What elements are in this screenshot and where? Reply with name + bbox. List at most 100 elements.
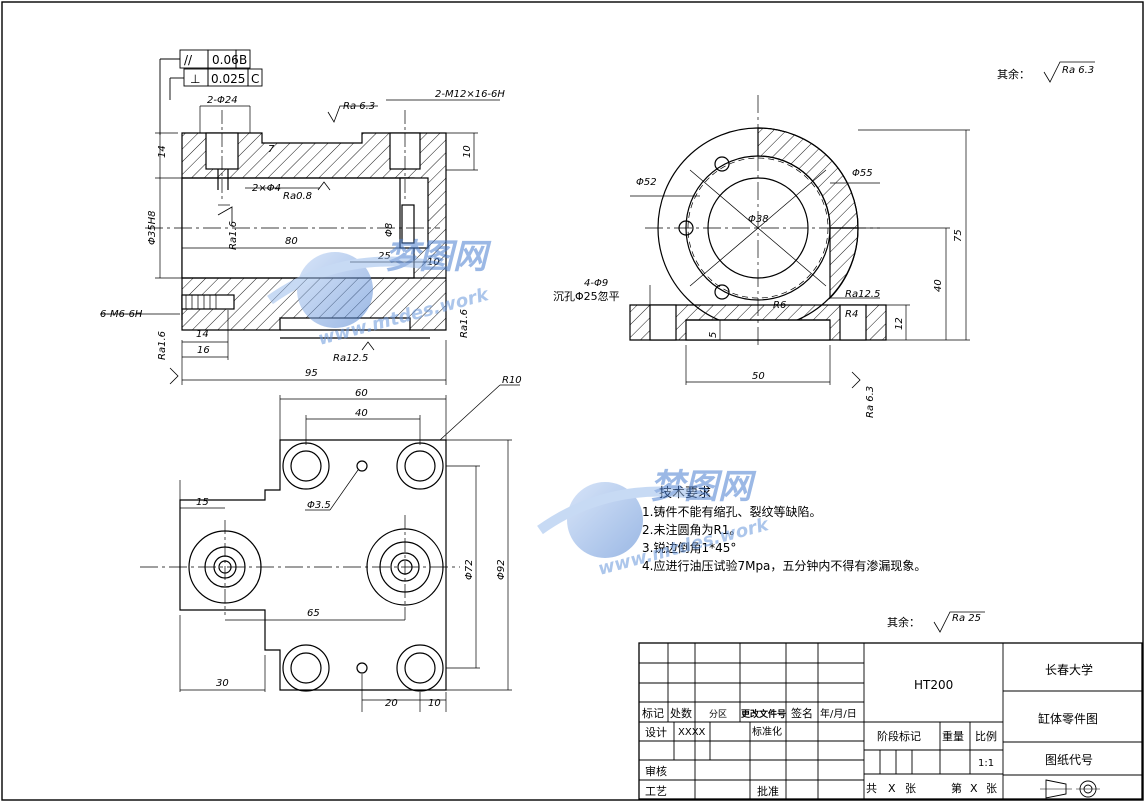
tb-zhongliang: 重量 (942, 729, 964, 743)
tb-shenhe: 审核 (645, 764, 667, 778)
tol-parallel-symbol: // (184, 53, 193, 67)
tol-parallel-value: 0.06 (212, 53, 239, 67)
label-dim80: 80 (285, 236, 298, 247)
label-dim12: 12 (894, 317, 905, 330)
roughness-rest-mid-value: Ra 25 (952, 613, 981, 624)
label-phi52: Φ52 (636, 177, 657, 188)
side-view (629, 95, 887, 345)
tb-chushu: 处数 (670, 707, 692, 720)
label-2phi24: 2-Φ24 (207, 95, 238, 106)
tol-perp-value: 0.025 (211, 72, 245, 86)
tol-parallel-datum: B (239, 53, 247, 67)
roughness-rest-top-label: 其余： (997, 67, 1030, 81)
label-r6: R6 (773, 300, 786, 311)
tech-item-4: 4.应进行油压试验7Mpa，五分钟内不得有渗漏现象。 (642, 558, 926, 573)
tb-di: 第 (951, 781, 962, 795)
label-ra63-top: Ra 6.3 (343, 101, 375, 112)
tb-biaoji: 标记 (642, 706, 664, 720)
label-phi38: Φ38 (748, 214, 769, 225)
label-ra08: Ra0.8 (283, 191, 312, 202)
label-m12: 2-M12×16-6H (435, 89, 505, 100)
label-phi72: Φ72 (464, 559, 475, 580)
tb-gong: 共 (866, 782, 877, 795)
top-outline (179, 439, 447, 691)
label-dim10: 10 (462, 145, 473, 158)
tech-item-2: 2.未注圆角为R1。 (642, 522, 741, 537)
roughness-rest-top-value: Ra 6.3 (1062, 65, 1094, 76)
label-dim5: 5 (708, 332, 719, 338)
label-dim16: 16 (197, 345, 210, 356)
label-dim14: 14 (157, 145, 168, 158)
title-block (638, 642, 1143, 800)
roughness-rest-top-symbol (1043, 61, 1095, 83)
top-view (140, 439, 460, 692)
tb-drawing-code: 图纸代号 (1045, 753, 1093, 767)
tb-jieduan: 阶段标记 (877, 729, 921, 743)
label-ra16-a: Ra1.6 (228, 221, 239, 250)
label-ra125-a: Ra12.5 (333, 353, 368, 364)
roughness-rest-mid-symbol (933, 611, 985, 633)
label-ra16-c: Ra1.6 (157, 331, 168, 360)
label-2phi4: 2×Φ4 (252, 183, 281, 194)
tb-x2: X (970, 782, 978, 795)
top-dimensions (179, 384, 520, 712)
label-dim25: 25 (378, 251, 391, 262)
tb-material: HT200 (914, 678, 953, 692)
label-dim60: 60 (355, 388, 368, 399)
label-dim14b: 14 (196, 329, 209, 340)
tb-drawing-name: 缸体零件图 (1038, 711, 1098, 726)
label-ra16-b: Ra1.6 (459, 309, 470, 338)
label-phi35-top: Φ3.5 (307, 500, 331, 511)
tb-designer: XXXX (678, 727, 706, 738)
label-dim75: 75 (953, 229, 964, 242)
label-r4: R4 (845, 309, 858, 320)
label-phi92: Φ92 (496, 559, 507, 580)
projection-symbol-icon (1040, 779, 1100, 799)
label-dim30: 30 (216, 678, 229, 689)
tb-zhang1: 张 (905, 782, 916, 795)
label-dim40t: 40 (355, 408, 368, 419)
tb-gengai: 更改文件号 (741, 708, 786, 720)
label-phi55: Φ55 (852, 168, 873, 179)
label-ra63-side: Ra 6.3 (865, 386, 876, 418)
tb-zhang2: 张 (986, 782, 997, 795)
tb-nianyueri: 年/月/日 (820, 707, 857, 720)
label-dim10b: 10 (427, 257, 440, 268)
tb-pizhun: 批准 (757, 784, 779, 798)
roughness-rest-mid-label: 其余： (887, 615, 920, 629)
label-4phi9: 4-Φ9 (584, 278, 608, 289)
label-dim20: 20 (385, 698, 398, 709)
label-ra125-b: Ra12.5 (845, 289, 880, 300)
tb-bili: 比例 (975, 729, 997, 743)
label-counterbore: 沉孔Φ25忽平 (553, 289, 620, 303)
tb-sheji: 设计 (645, 726, 667, 739)
tol-perp-datum: C (251, 72, 259, 86)
label-dim65: 65 (307, 608, 320, 619)
label-phi35h8: Φ35H8 (147, 211, 158, 245)
roughness-symbol (327, 105, 378, 123)
label-dim95: 95 (305, 368, 318, 379)
tb-gongyi: 工艺 (645, 785, 667, 798)
side-dimensions (630, 129, 970, 385)
watermark-brand-2: 梦图网 (650, 467, 757, 507)
tb-x1: X (888, 782, 896, 795)
label-phi8: Φ8 (384, 223, 395, 237)
label-dim10t: 10 (428, 698, 441, 709)
tb-university: 长春大学 (1045, 662, 1093, 677)
label-dim50: 50 (752, 371, 765, 382)
tb-scale: 1:1 (978, 758, 994, 769)
tb-biaozhunhua: 标准化 (752, 725, 782, 738)
front-view (145, 110, 447, 339)
watermark-brand-1: 梦图网 (385, 237, 492, 277)
label-m6: 6-M6-6H (100, 309, 143, 320)
label-r10: R10 (502, 375, 522, 386)
tb-fenqu: 分区 (709, 709, 727, 720)
label-dim7: 7 (268, 144, 275, 155)
label-dim40: 40 (933, 279, 944, 292)
tech-item-3: 3.锐边倒角1*45° (642, 541, 736, 555)
feature-control-frame (159, 49, 263, 135)
tech-item-1: 1.铸件不能有缩孔、裂纹等缺陷。 (642, 504, 821, 519)
front-dimensions (100, 99, 500, 385)
